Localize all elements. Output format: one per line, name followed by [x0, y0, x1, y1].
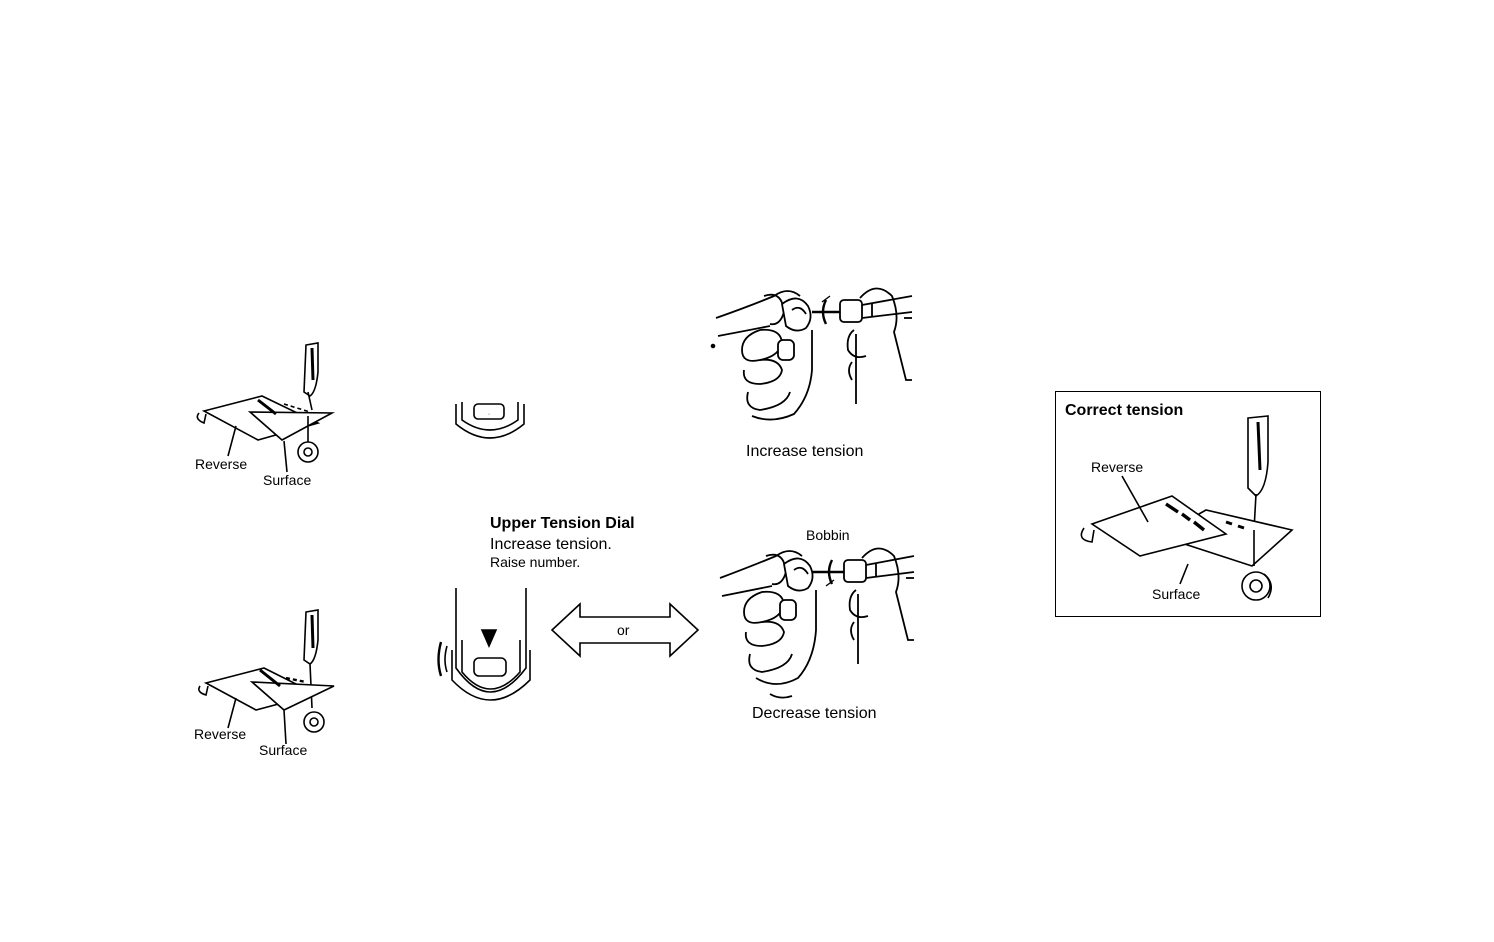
dial-instruction: Increase tension. — [490, 537, 612, 553]
surface-label: Surface — [1152, 587, 1200, 601]
reverse-label: Reverse — [1091, 460, 1143, 474]
bobbin-label: Bobbin — [806, 528, 850, 542]
correct-tension-title: Correct tension — [1065, 403, 1183, 419]
reverse-label: Reverse — [194, 727, 246, 741]
surface-label: Surface — [259, 743, 307, 757]
dial-subinstruction: Raise number. — [490, 555, 580, 569]
dial-title: Upper Tension Dial — [490, 516, 635, 532]
reverse-label: Reverse — [195, 457, 247, 471]
surface-label: Surface — [263, 473, 311, 487]
increase-tension-caption: Increase tension — [746, 444, 863, 460]
svg-text:·: · — [488, 411, 490, 418]
or-label: or — [617, 623, 629, 637]
decrease-tension-caption: Decrease tension — [752, 706, 877, 722]
correct-tension-panel — [1055, 391, 1321, 617]
